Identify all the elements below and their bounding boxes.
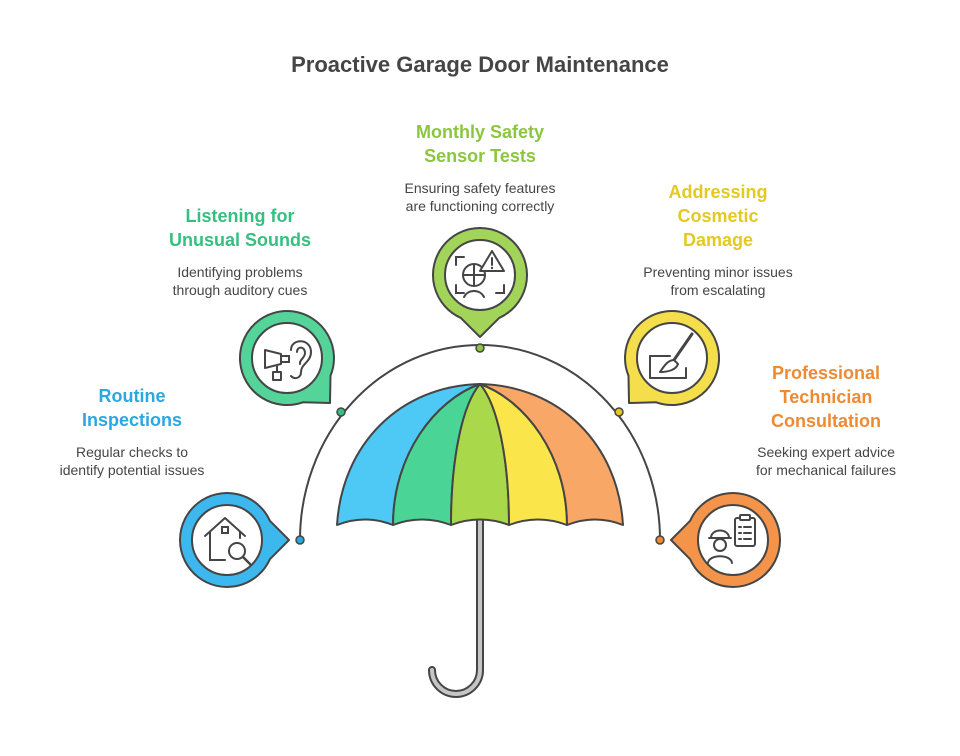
paintbrush-icon [649,332,694,379]
connector-dot-4 [614,407,624,417]
connector-dot-2 [336,407,346,417]
item-description-line: Identifying problems [177,264,303,280]
umbrella-handle [428,516,484,698]
connector-dot-5 [655,535,665,545]
connector-dot-3 [475,343,485,353]
page-title: Proactive Garage Door Maintenance [291,52,669,77]
item-title-line: Monthly Safety [415,122,544,142]
item-description-line: through auditory cues [172,282,308,298]
callout-bubble-1 [179,492,290,588]
technician-clipboard-icon [707,514,756,564]
item-title-line: Professional [771,363,881,383]
item-description-line: Preventing minor issues [643,264,793,280]
item-description-line: identify potential issues [59,462,205,478]
item-description-line: for mechanical failures [755,462,897,478]
item-title-line: Addressing [668,182,768,202]
house-magnifier-icon [204,517,252,566]
item-title-line: Routine [98,386,166,406]
connector-dots [295,343,665,545]
item-description-2: Identifying problems through auditory cue… [130,263,350,299]
item-description-line: are functioning correctly [405,198,555,214]
callout-bubble-3 [432,227,528,338]
item-description-1: Regular checks to identify potential issu… [22,443,242,479]
item-description-line: Ensuring safety features [404,180,556,196]
item-title-line: Listening for [185,206,295,226]
callout-bubble-2 [238,310,335,407]
item-description-4: Preventing minor issues from escalating [608,263,828,299]
ear-horn-icon [264,340,313,381]
item-description-line: from escalating [670,282,766,298]
item-description-3: Ensuring safety features are functioning … [370,179,590,215]
item-description-line: Seeking expert advice [757,444,895,460]
canopy-segment-orange [479,383,624,526]
item-title-line: Sensor Tests [424,146,536,166]
connector-dot-1 [295,535,305,545]
item-title-line: Inspections [81,410,183,430]
item-description-5: Seeking expert advice for mechanical fail… [716,443,936,479]
item-title-line: Technician [779,387,873,407]
item-title-line: Cosmetic [677,206,759,226]
callout-bubble-4 [624,310,721,407]
sensor-warning-icon [455,250,505,298]
umbrella-canopy [336,383,624,526]
item-title-line: Unusual Sounds [168,230,311,250]
item-title-line: Damage [682,230,754,250]
callout-bubble-5 [670,492,781,588]
item-title-line: Consultation [771,411,881,431]
item-description-line: Regular checks to [75,444,189,460]
